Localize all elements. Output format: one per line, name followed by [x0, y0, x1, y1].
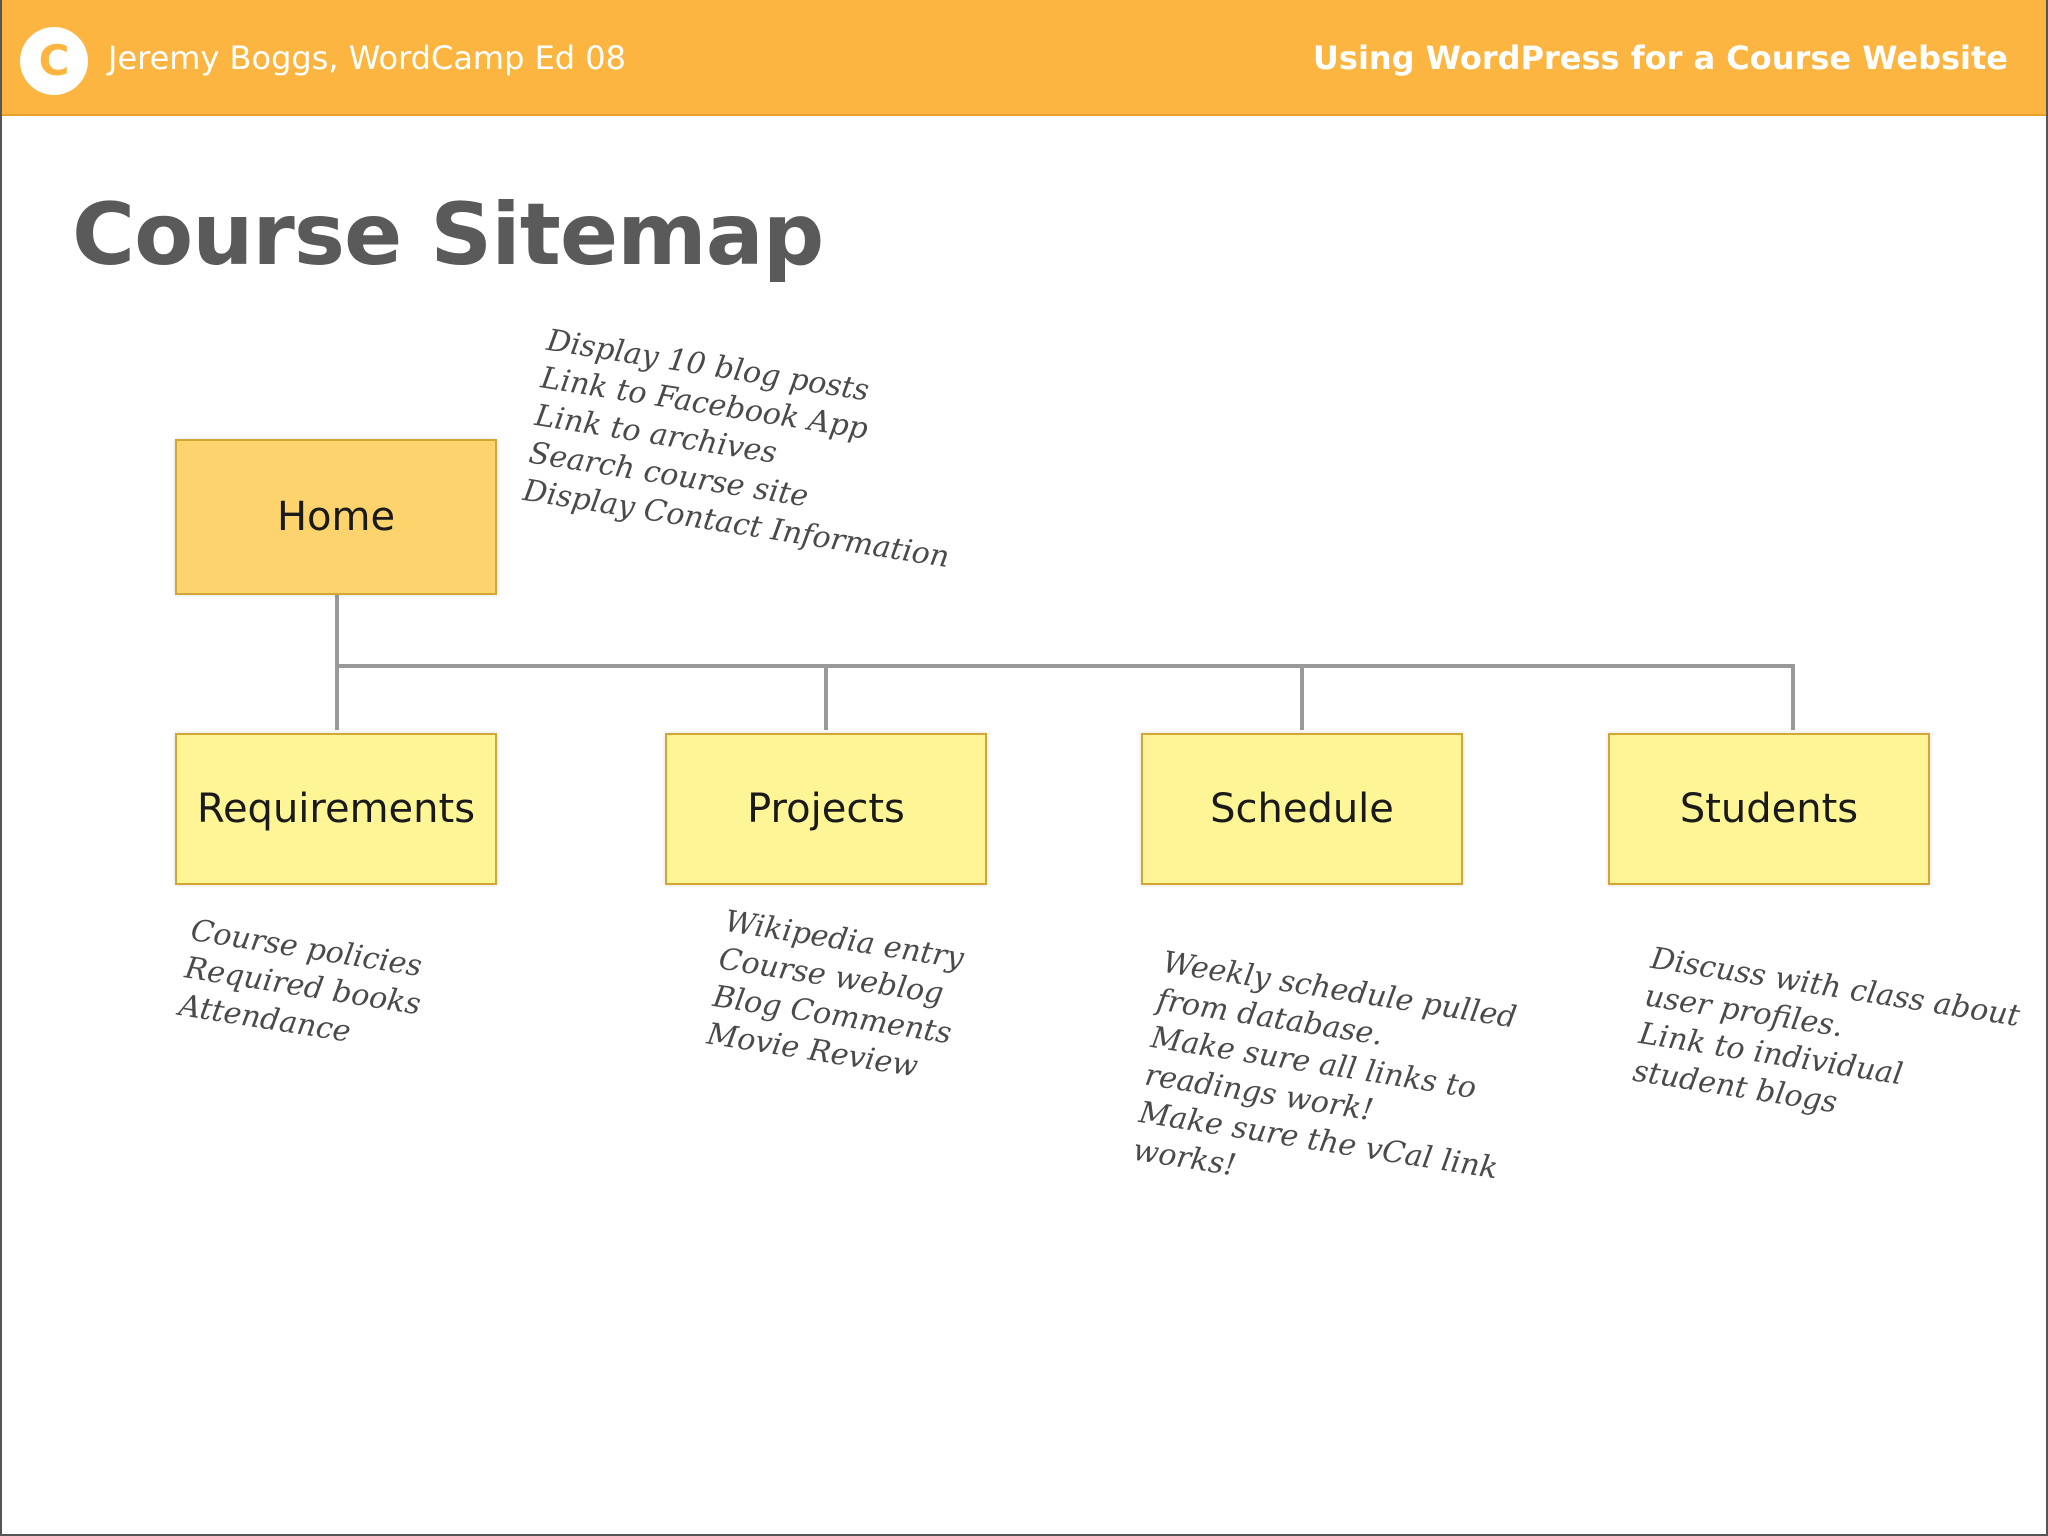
connector-schedule	[1300, 664, 1304, 730]
node-label: Schedule	[1210, 786, 1394, 832]
page-title: Course Sitemap	[72, 185, 824, 285]
node-label: Projects	[747, 786, 905, 832]
projects-notes: Wikipedia entry Course weblog Blog Comme…	[704, 903, 967, 1091]
talk-title: Using WordPress for a Course Website	[1312, 39, 2008, 77]
connector-requirements	[335, 664, 339, 730]
students-notes: Discuss with class about user profiles. …	[1630, 940, 2023, 1148]
node-label: Requirements	[196, 786, 476, 832]
node-label: Students	[1679, 786, 1859, 832]
connector-students	[1791, 664, 1795, 730]
sitemap-node-schedule: Schedule	[1141, 733, 1463, 885]
presenter-label: Jeremy Boggs, WordCamp Ed 08	[108, 39, 626, 77]
sitemap-node-home: Home	[175, 439, 497, 595]
sitemap-node-requirements: Requirements	[175, 733, 497, 885]
home-notes: Display 10 blog posts Link to Facebook A…	[520, 322, 975, 577]
requirements-notes: Course policies Required books Attendanc…	[176, 912, 429, 1062]
node-label: Home	[276, 494, 396, 540]
connector-projects	[824, 664, 828, 730]
logo-icon: C	[20, 27, 88, 95]
sitemap-node-projects: Projects	[665, 733, 987, 885]
connector-horizontal	[335, 664, 1795, 668]
header-bar: C Jeremy Boggs, WordCamp Ed 08 Using Wor…	[2, 0, 2046, 116]
sitemap-node-students: Students	[1608, 733, 1930, 885]
connector-home-down	[335, 594, 339, 730]
schedule-notes: Weekly schedule pulled from database. Ma…	[1130, 944, 1524, 1226]
